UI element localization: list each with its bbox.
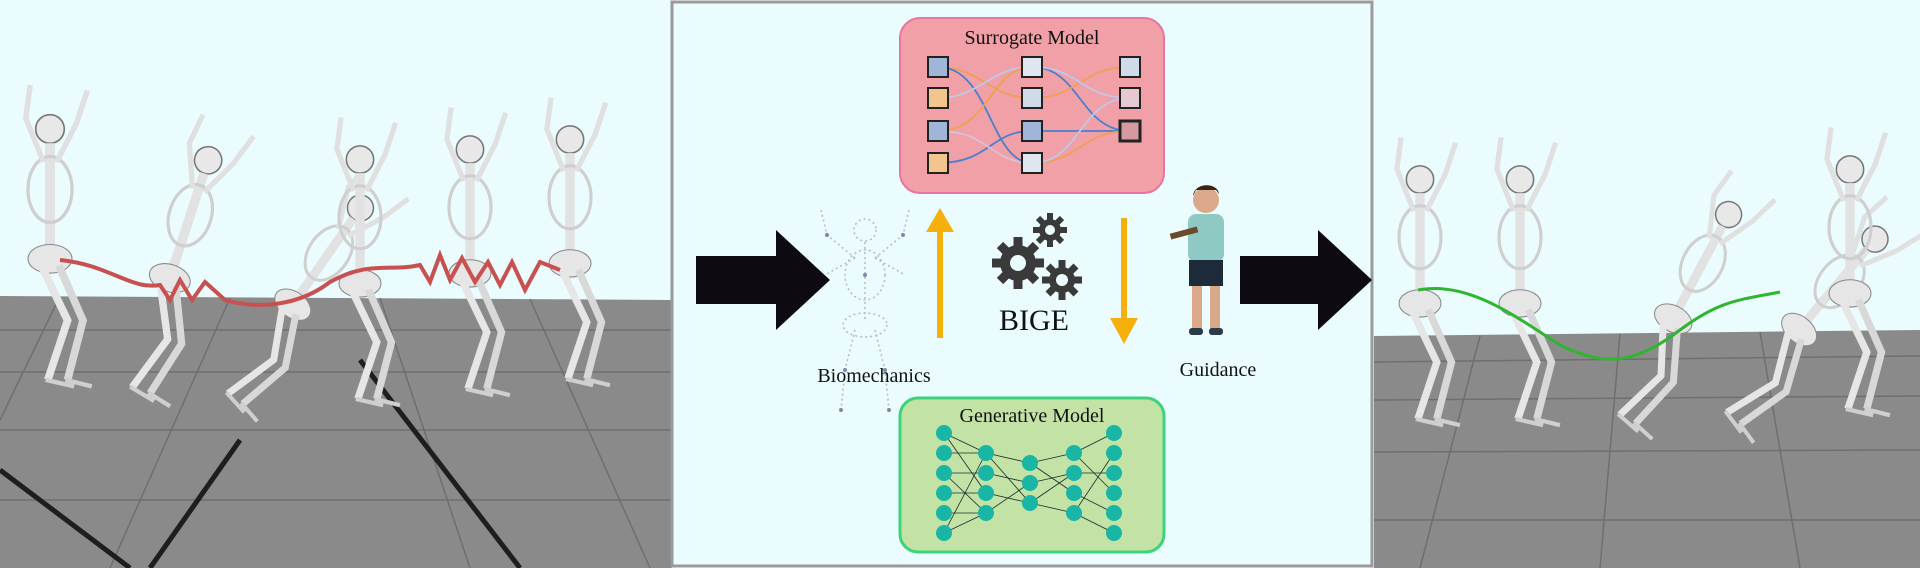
surrogate-network-links <box>937 66 1131 164</box>
gears-icon <box>992 213 1082 300</box>
generative-model-title: Generative Model <box>960 405 1105 427</box>
down-arrow-icon <box>1110 218 1138 344</box>
generative-network-nodes <box>936 425 1122 541</box>
left-panel-input-motion <box>0 0 672 568</box>
surrogate-model-title: Surrogate Model <box>965 27 1100 49</box>
bige-label: BIGE <box>999 304 1069 337</box>
right-floor-grid <box>1373 331 1920 568</box>
right-trajectory-curve <box>1417 287 1781 361</box>
right-arrow-icon <box>696 230 830 330</box>
center-panel-method: Surrogate Model <box>670 0 1374 568</box>
surrogate-model-box: Surrogate Model <box>899 17 1165 194</box>
biomechanics-label: Biomechanics <box>817 365 931 387</box>
up-arrow-icon <box>926 208 954 338</box>
left-trajectory-curve <box>59 249 561 307</box>
left-floor-grid <box>0 295 672 568</box>
person-with-clipboard-icon <box>1169 185 1224 335</box>
biomechanics-skeleton-icon <box>820 209 910 412</box>
right-arrow-icon <box>1240 230 1372 330</box>
guidance-label: Guidance <box>1180 359 1257 381</box>
right-panel-output-motion <box>1373 0 1920 568</box>
surrogate-network-nodes <box>927 56 1142 174</box>
generative-model-box: Generative Model <box>898 396 1166 554</box>
